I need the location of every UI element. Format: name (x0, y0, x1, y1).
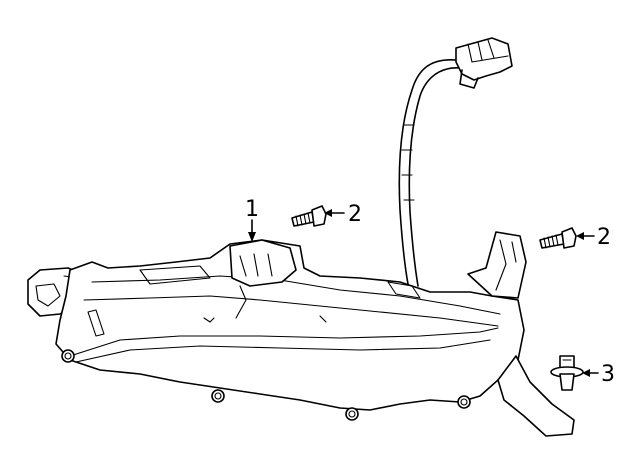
electrical-connector (455, 37, 513, 89)
leader-3 (582, 369, 599, 377)
fog-lamp-housing (27, 231, 575, 437)
callout-2-right: 2 (597, 225, 611, 250)
leader-2-right (576, 232, 595, 240)
wire-harness (398, 59, 463, 287)
callout-3: 3 (601, 362, 615, 387)
screw-2-left (291, 205, 327, 227)
callout-2-left: 2 (348, 202, 362, 227)
leader-2-left (324, 209, 345, 217)
callout-1: 1 (245, 197, 259, 222)
screw-2-right (539, 227, 577, 249)
push-clip-3 (550, 355, 584, 391)
leader-1 (248, 219, 256, 242)
